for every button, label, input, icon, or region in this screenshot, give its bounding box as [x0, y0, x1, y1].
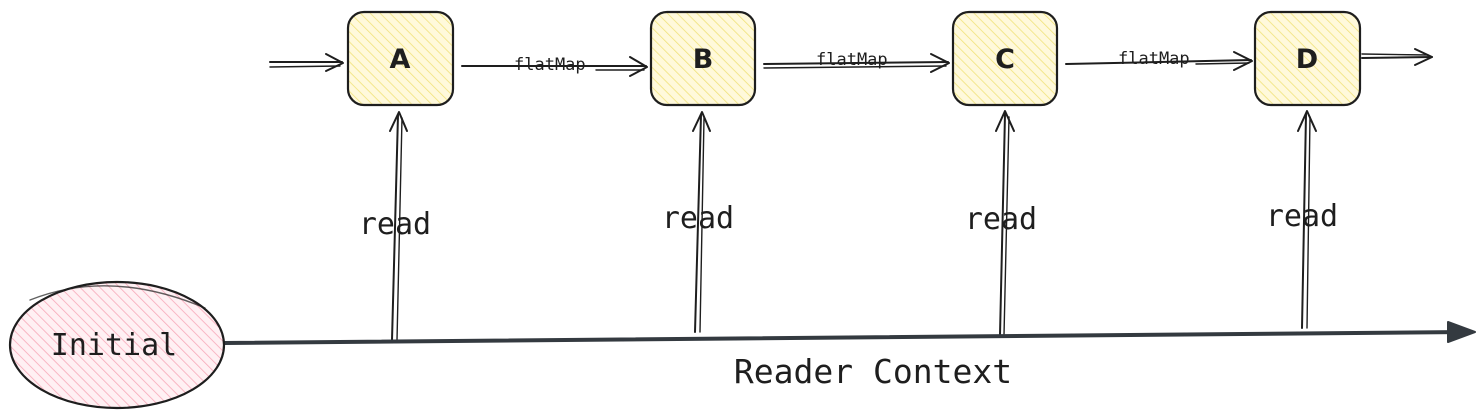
read-arrow-a: read [359, 111, 431, 341]
node-a: A [346, 10, 455, 107]
edge-label-a-b: flatMap [514, 55, 586, 75]
read-arrow-d: read [1266, 110, 1338, 329]
read-label-a: read [359, 207, 431, 242]
node-a-label: A [390, 44, 411, 75]
node-d-label: D [1296, 44, 1318, 75]
incoming-arrow [269, 53, 344, 72]
edge-label-c-d: flatMap [1118, 49, 1190, 69]
reader-context-label: Reader Context [734, 352, 1012, 391]
node-b-label: B [693, 44, 714, 75]
node-c-label: C [995, 44, 1015, 75]
node-d: D [1253, 10, 1362, 107]
edge-label-b-c: flatMap [816, 50, 888, 70]
edge-a-b: flatMap [461, 55, 648, 77]
read-label-b: read [662, 201, 734, 236]
edge-b-c: flatMap [763, 50, 950, 73]
node-c: C [951, 10, 1059, 107]
read-arrow-b: read [662, 111, 734, 333]
outgoing-arrow [1361, 48, 1433, 66]
edge-c-d: flatMap [1065, 49, 1253, 71]
reader-context-axis [223, 321, 1476, 345]
read-label-d: read [1266, 199, 1338, 234]
read-arrow-c: read [965, 110, 1037, 336]
initial-node: Initial [8, 280, 226, 410]
initial-label: Initial [51, 328, 177, 363]
node-b: B [649, 10, 757, 107]
read-label-c: read [965, 202, 1037, 237]
